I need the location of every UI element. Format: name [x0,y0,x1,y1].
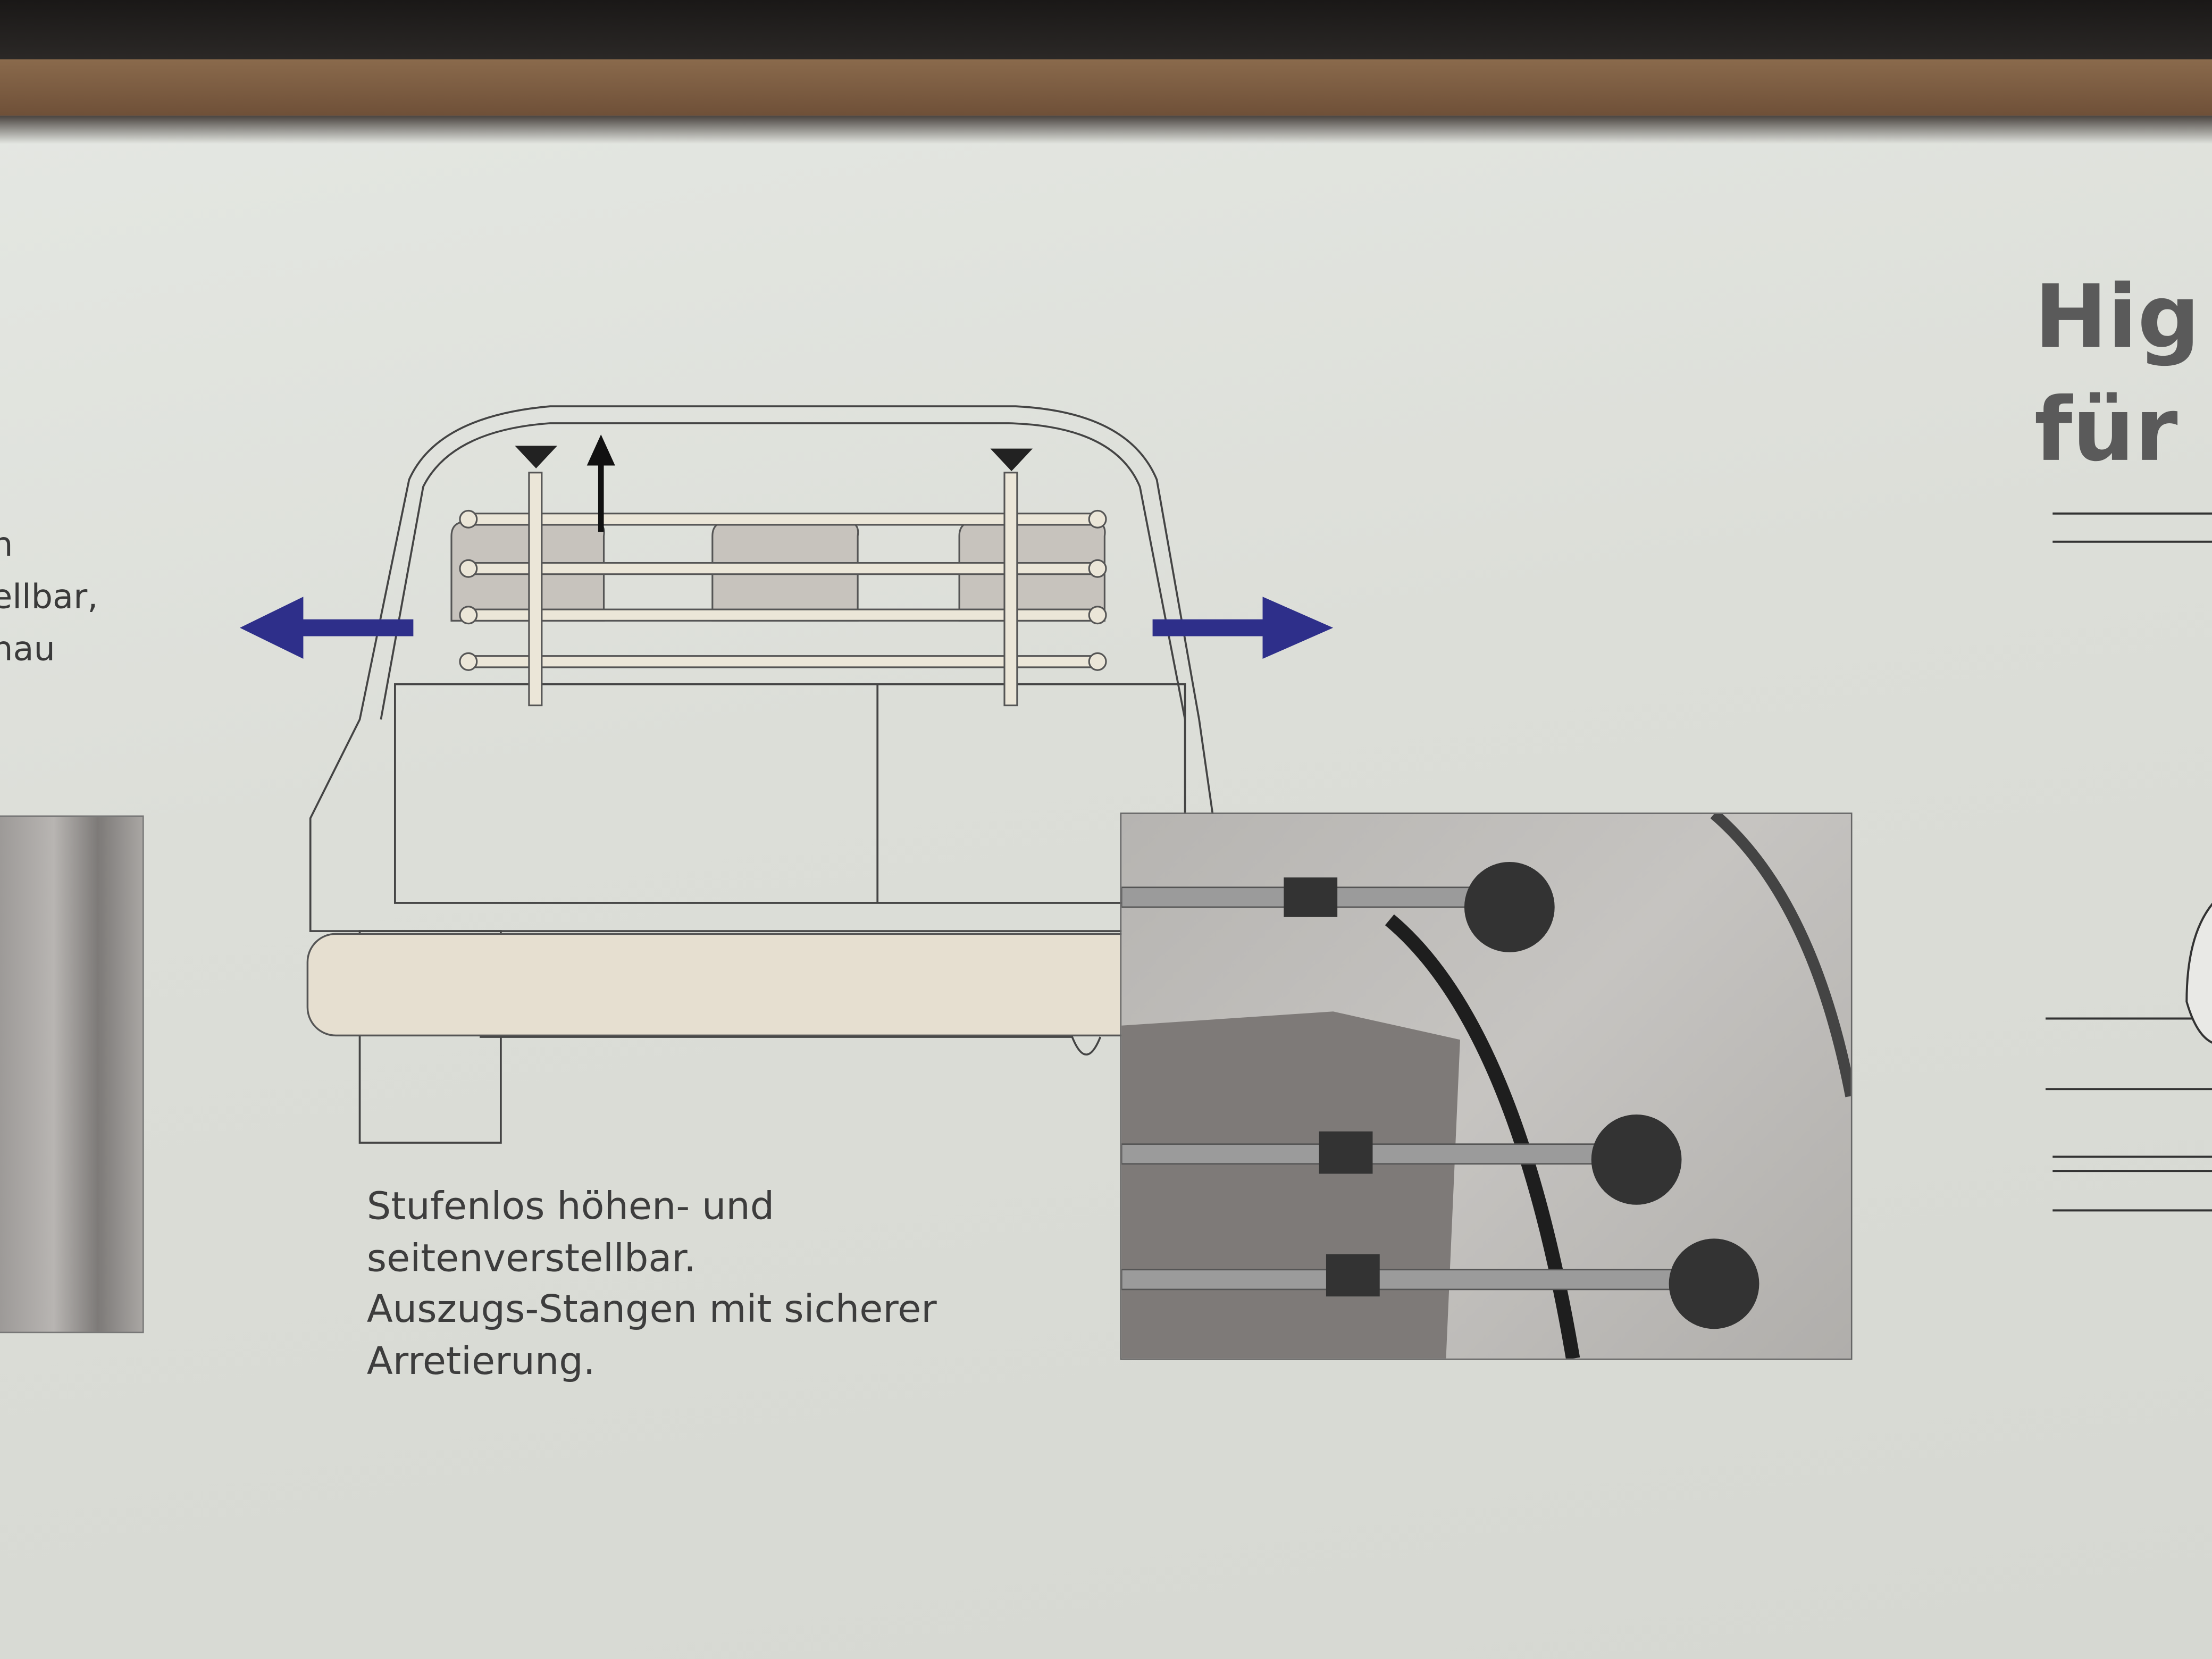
caption-line: Arretierung. [366,1339,596,1384]
left-text-fragment: n ellbar, nau [0,519,98,675]
car-diagram [306,405,1226,1144]
car-outline [309,405,1214,932]
cardboard-edge [0,59,2212,116]
left-text-line: nau [0,629,55,669]
detail-photo-content [1121,814,1851,1359]
box-shadow [0,115,2212,144]
caption-line: seitenverstellbar. [366,1236,696,1280]
caption: Stufenlos höhen- und seitenverstellbar. … [367,1182,937,1388]
right-diagram-fragment [2045,512,2212,1212]
left-arrow-icon [240,597,414,659]
width-arrows [240,597,1334,659]
headline-line: für I [2034,378,2212,481]
headline-line: Hig [2034,265,2200,368]
right-arrow-icon [1152,597,1334,659]
up-arrow-icon [586,434,615,532]
caption-line: Auszugs-Stangen mit sicherer [366,1288,937,1332]
caption-line: Stufenlos höhen- und [366,1185,775,1229]
dark-lid [0,0,2212,71]
bumper [306,933,1226,1037]
left-text-line: ellbar, [0,577,98,617]
left-photo-inset [0,815,144,1334]
barrier-bars [459,472,1107,707]
left-text-line: n [0,519,98,571]
suction-cup-icons [515,446,1033,472]
headline: Hig für I [2034,261,2212,487]
detail-photo [1120,812,1853,1360]
